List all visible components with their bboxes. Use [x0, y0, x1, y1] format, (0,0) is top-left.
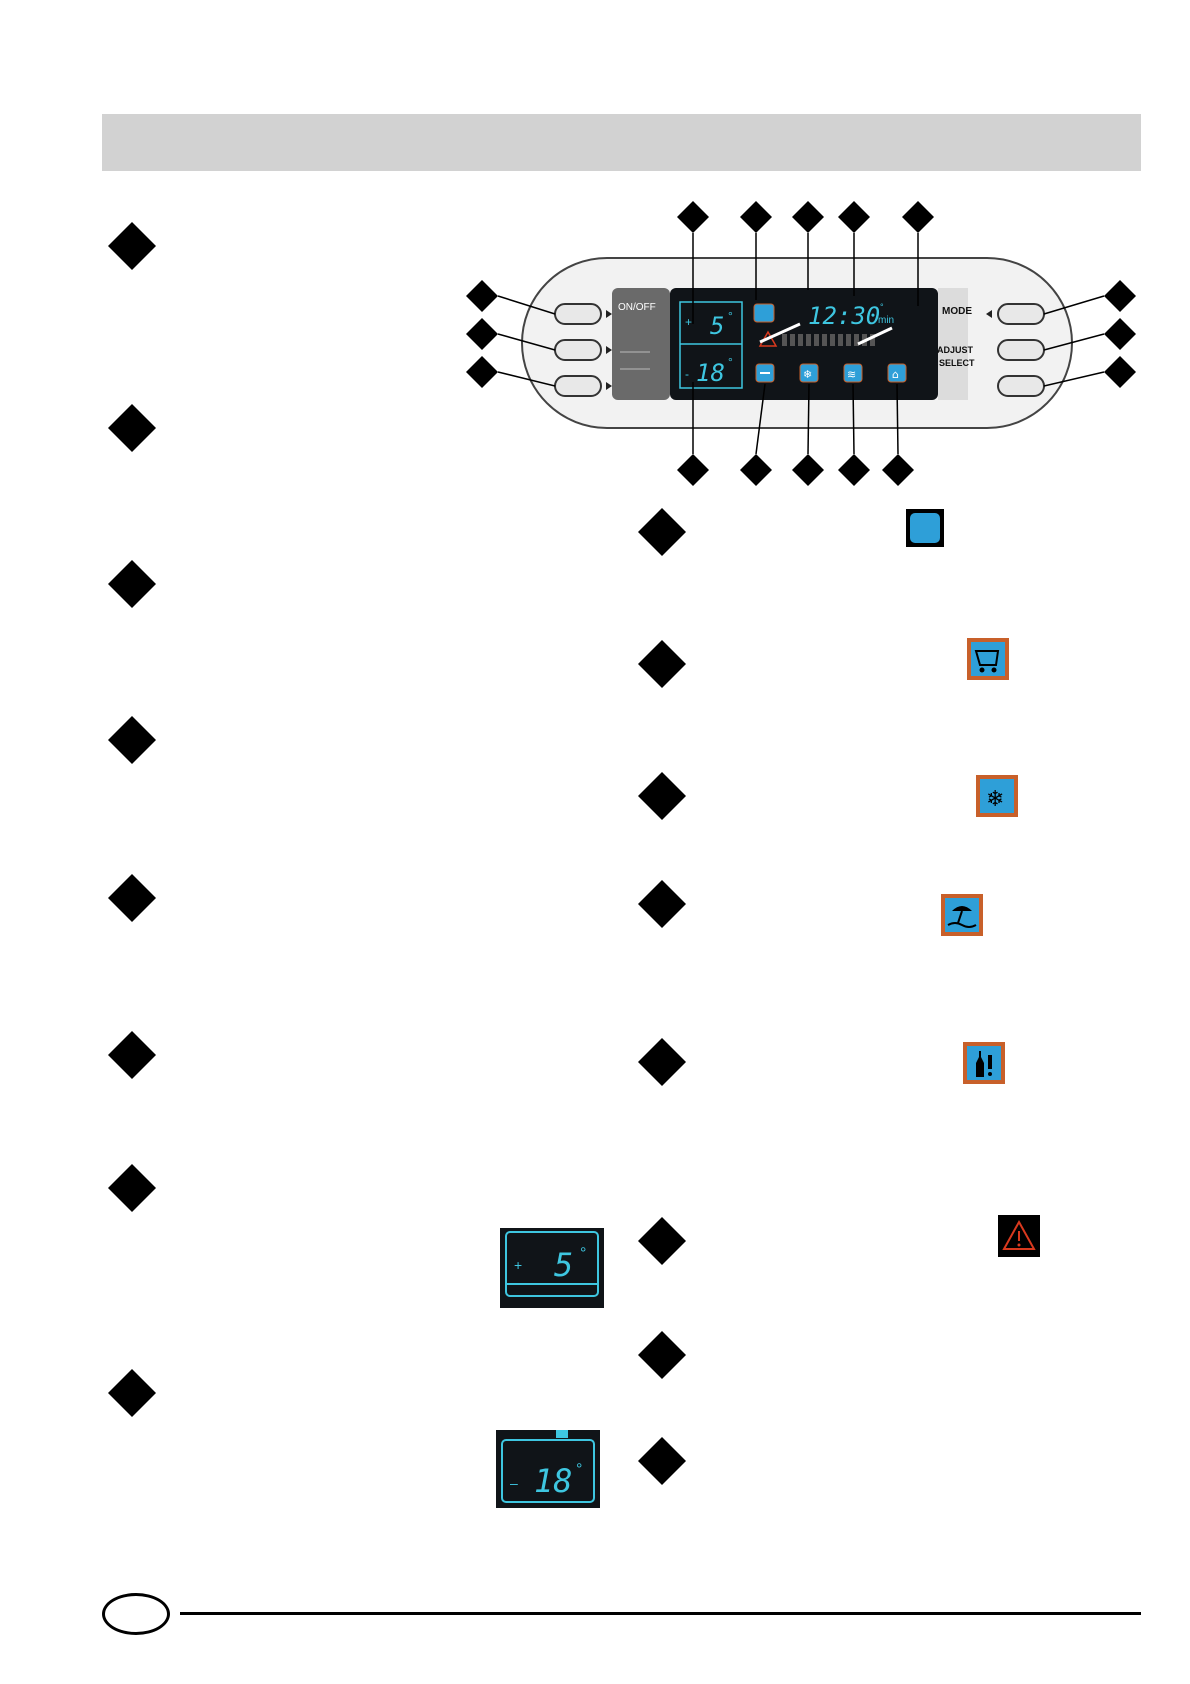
- clock-min: min: [878, 315, 894, 326]
- shopping-cart-icon: [967, 638, 1009, 680]
- marker-diamond: [108, 1164, 156, 1212]
- marker-diamond: [638, 1331, 686, 1379]
- control-panel-diagram: ON/OFF MODE ADJUST SELECT + 5 ° - 18 ° 1…: [466, 201, 1136, 486]
- snowflake-icon: ❄: [976, 775, 1018, 817]
- marker-diamond: [108, 222, 156, 270]
- marker-diamond: [638, 508, 686, 556]
- marker-diamond: [638, 640, 686, 688]
- footer-rule: [180, 1612, 1141, 1615]
- adjust-label: ADJUST: [937, 345, 974, 355]
- fridge-mini-display: + 5 °: [500, 1228, 604, 1308]
- select-label: SELECT: [939, 358, 975, 368]
- left-button-2[interactable]: [554, 339, 602, 361]
- mode-label: MODE: [942, 306, 972, 317]
- fridge-temp: 5: [710, 312, 724, 340]
- on-off-label: ON/OFF: [618, 302, 656, 313]
- freezer-mini-display: – 18 °: [496, 1430, 600, 1508]
- marker-diamond: [108, 716, 156, 764]
- clock-time: 12:30: [808, 302, 880, 330]
- marker-diamond: [108, 1369, 156, 1417]
- mini-freezer-temp: 18: [534, 1462, 573, 1500]
- fridge-sign: +: [685, 315, 692, 329]
- marker-diamond: [638, 880, 686, 928]
- svg-text:⌂: ⌂: [892, 368, 899, 381]
- mini-fridge-degree: °: [580, 1245, 586, 1262]
- freezer-sign: -: [685, 367, 689, 381]
- fridge-icon: [906, 509, 944, 547]
- marker-diamond: [638, 1217, 686, 1265]
- svg-text:≋: ≋: [847, 368, 856, 381]
- right-button-2[interactable]: [997, 339, 1045, 361]
- section-header-bar: [102, 114, 1141, 171]
- mini-freezer-sign: –: [510, 1475, 518, 1491]
- svg-text:❄: ❄: [986, 787, 1004, 812]
- right-button-1[interactable]: [997, 303, 1045, 325]
- marker-diamond: [108, 1031, 156, 1079]
- mini-fridge-temp: 5: [554, 1246, 573, 1284]
- marker-diamond: [108, 874, 156, 922]
- marker-diamond: [638, 1437, 686, 1485]
- mini-freezer-degree: °: [576, 1461, 582, 1478]
- svg-text:❄: ❄: [803, 368, 812, 381]
- marker-diamond: [638, 1038, 686, 1086]
- clock-degree: °: [880, 302, 884, 312]
- page-number-oval: [102, 1593, 170, 1635]
- freezer-temp: 18: [696, 359, 725, 387]
- freezer-degree: °: [728, 355, 733, 369]
- holiday-icon: [941, 894, 983, 936]
- fridge-degree: °: [728, 309, 733, 323]
- left-button-1[interactable]: [554, 303, 602, 325]
- marker-diamond: [108, 560, 156, 608]
- mini-fridge-sign: +: [514, 1257, 522, 1273]
- left-button-3[interactable]: [554, 375, 602, 397]
- right-button-3[interactable]: [997, 375, 1045, 397]
- marker-diamond: [108, 404, 156, 452]
- bottle-icon: [963, 1042, 1005, 1084]
- alarm-triangle-icon: [998, 1215, 1040, 1257]
- marker-diamond: [638, 772, 686, 820]
